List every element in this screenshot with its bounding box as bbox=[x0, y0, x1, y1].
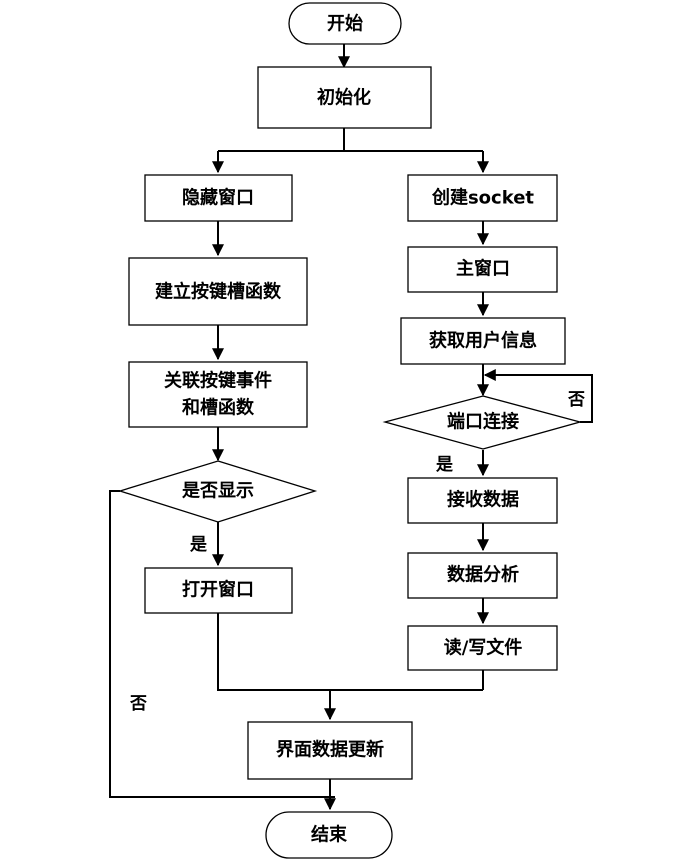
node-start-label: 开始 bbox=[327, 13, 363, 35]
node-create-slot: 建立按键槽函数 bbox=[128, 257, 308, 326]
edge-port-loop-no bbox=[483, 369, 593, 423]
node-port-connect: 端口连接 bbox=[382, 395, 583, 450]
node-main-window: 主窗口 bbox=[407, 246, 558, 293]
node-create-slot-label: 建立按键槽函数 bbox=[155, 281, 282, 303]
edges bbox=[109, 44, 593, 811]
node-data-analysis: 数据分析 bbox=[407, 552, 558, 599]
node-link-events-line2: 和槽函数 bbox=[182, 397, 255, 419]
edge-decision-end-no bbox=[109, 490, 335, 798]
node-port-connect-label: 端口连接 bbox=[447, 411, 519, 433]
node-show-decision: 是否显示 bbox=[117, 460, 318, 523]
node-rw-file-label: 读/写文件 bbox=[444, 637, 523, 659]
node-end: 结束 bbox=[265, 811, 393, 859]
edge-label-show-yes: 是 bbox=[190, 535, 207, 555]
node-link-events-line1: 关联按键事件 bbox=[164, 370, 272, 392]
edge-label-show-no: 否 bbox=[129, 694, 147, 714]
node-get-user-info-label: 获取用户信息 bbox=[429, 330, 537, 352]
node-init-label: 初始化 bbox=[317, 87, 371, 109]
node-receive-data: 接收数据 bbox=[407, 477, 558, 524]
edge-label-port-yes: 是 bbox=[436, 455, 453, 475]
node-receive-data-label: 接收数据 bbox=[447, 489, 519, 511]
node-update-ui: 界面数据更新 bbox=[247, 721, 413, 780]
node-get-user-info: 获取用户信息 bbox=[400, 317, 566, 365]
node-data-analysis-label: 数据分析 bbox=[447, 564, 519, 586]
node-end-label: 结束 bbox=[311, 824, 348, 846]
node-hide-window: 隐藏窗口 bbox=[144, 174, 293, 222]
node-update-ui-label: 界面数据更新 bbox=[276, 739, 384, 761]
edge-open-merge bbox=[217, 613, 483, 691]
edge-label-port-no: 否 bbox=[567, 390, 585, 410]
node-open-window-label: 打开窗口 bbox=[182, 579, 254, 601]
node-start: 开始 bbox=[288, 2, 402, 45]
node-create-socket: 创建socket bbox=[407, 174, 558, 222]
node-open-window: 打开窗口 bbox=[144, 567, 293, 614]
node-init: 初始化 bbox=[257, 66, 432, 129]
node-show-decision-label: 是否显示 bbox=[181, 481, 254, 502]
node-link-events: 关联按键事件 和槽函数 bbox=[128, 361, 308, 428]
node-hide-window-label: 隐藏窗口 bbox=[182, 187, 254, 209]
node-create-socket-label: 创建socket bbox=[431, 187, 534, 209]
node-main-window-label: 主窗口 bbox=[456, 258, 510, 280]
node-rw-file: 读/写文件 bbox=[407, 625, 558, 671]
